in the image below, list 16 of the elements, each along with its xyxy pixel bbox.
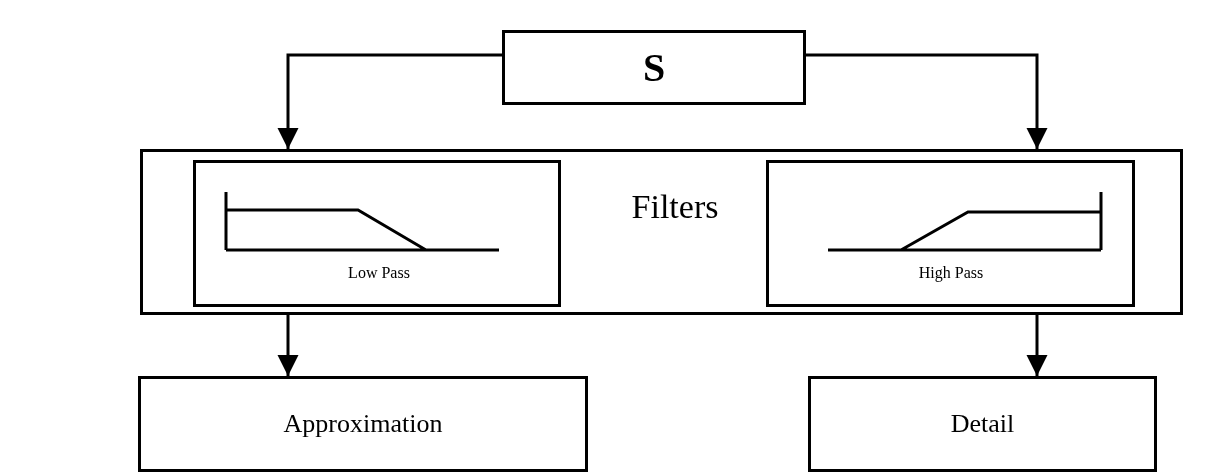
signal-label: S [642, 45, 666, 90]
filter-label: Low Pass [348, 264, 410, 282]
filter-label: High Pass [918, 264, 984, 282]
output-box [138, 376, 588, 472]
filter-bank-box [140, 149, 1183, 315]
arrow [1026, 315, 1048, 376]
filter-box [193, 160, 561, 307]
filter-bank-label: Filters [631, 188, 719, 226]
arrow [806, 53, 1048, 149]
arrow [277, 315, 299, 376]
filter-box [766, 160, 1135, 307]
output-label: Detail [950, 409, 1015, 439]
arrow [277, 53, 502, 149]
output-box [808, 376, 1157, 472]
output-label: Approximation [283, 409, 443, 439]
signal-box [502, 30, 806, 105]
